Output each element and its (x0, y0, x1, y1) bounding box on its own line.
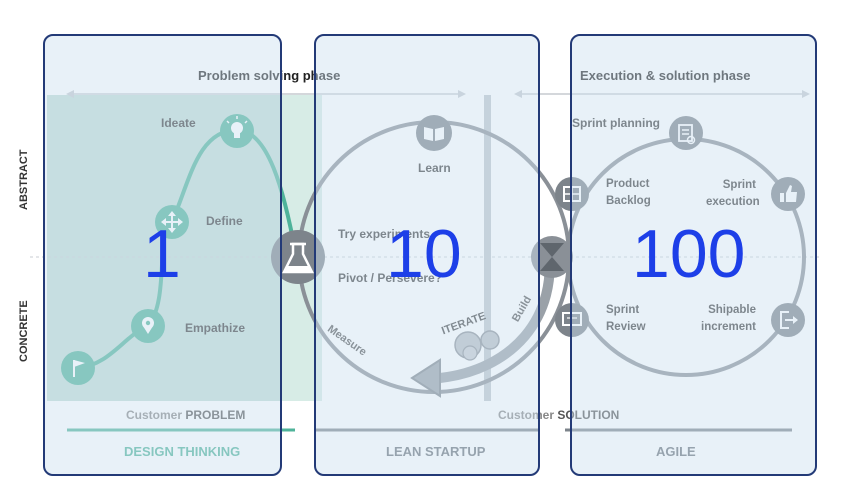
problem-arrow-left-head (66, 90, 74, 98)
execution-arrow-right-head (802, 90, 810, 98)
step-define-label: Define (206, 214, 243, 228)
design-thinking-method-label: DESIGN THINKING (124, 444, 241, 459)
step-ideate-label: Ideate (161, 116, 196, 130)
book-icon (416, 115, 452, 151)
agile-method-label: AGILE (656, 444, 696, 459)
sprint-review-label: Sprint Review (606, 304, 646, 333)
customer-solution-label: Customer SOLUTION (498, 408, 619, 422)
location-pin-icon (131, 309, 165, 343)
customer-solution-prefix: Customer (498, 408, 558, 422)
overlay-number-1: 1 (143, 216, 181, 292)
sprint-execution-label: Sprint execution (706, 179, 760, 208)
flag-icon (61, 351, 95, 385)
checklist-icon (669, 116, 703, 150)
sprint-planning-label: Sprint planning (572, 116, 660, 130)
concrete-axis-label: CONCRETE (18, 300, 30, 362)
pivot-persevere-label: Pivot / Persevere? (338, 271, 443, 285)
execution-arrow-left-head (514, 90, 522, 98)
problem-arrow-right-head (458, 90, 466, 98)
abstract-axis-label: ABSTRACT (18, 149, 30, 211)
lightbulb-icon (220, 114, 254, 148)
customer-solution-word: SOLUTION (557, 408, 620, 422)
try-experiments-label: Try experiments (338, 227, 431, 241)
product-backlog-label: Product Backlog (606, 178, 651, 207)
shipable-increment-label: Shipable increment (701, 304, 756, 333)
step-empathize-label: Empathize (185, 321, 246, 335)
overlay-box-10 (314, 34, 540, 476)
iterate-bubbles (454, 330, 500, 361)
learn-label: Learn (418, 161, 451, 175)
customer-problem-word: PROBLEM (185, 408, 246, 422)
lean-agile-divider (484, 95, 491, 401)
exit-icon (771, 303, 805, 337)
overlay-box-1 (43, 34, 282, 476)
problem-phase-label: Problem solving phase (198, 68, 341, 83)
overlay-number-100: 100 (632, 216, 746, 292)
monitor-icon (555, 303, 589, 337)
lean-startup-method-label: LEAN STARTUP (386, 444, 486, 459)
thumbs-up-icon (771, 177, 805, 211)
overlay-number-10: 10 (386, 216, 462, 292)
overlay-box-100 (570, 34, 817, 476)
move-arrows-icon (155, 205, 189, 239)
iterate-arrow-head (410, 358, 441, 398)
customer-problem-prefix: Customer (126, 408, 186, 422)
flask-icon (271, 230, 325, 284)
execution-phase-label: Execution & solution phase (580, 68, 751, 83)
hourglass-icon (531, 236, 573, 278)
grid-icon (555, 177, 589, 211)
customer-problem-label: Customer PROBLEM (126, 408, 245, 422)
